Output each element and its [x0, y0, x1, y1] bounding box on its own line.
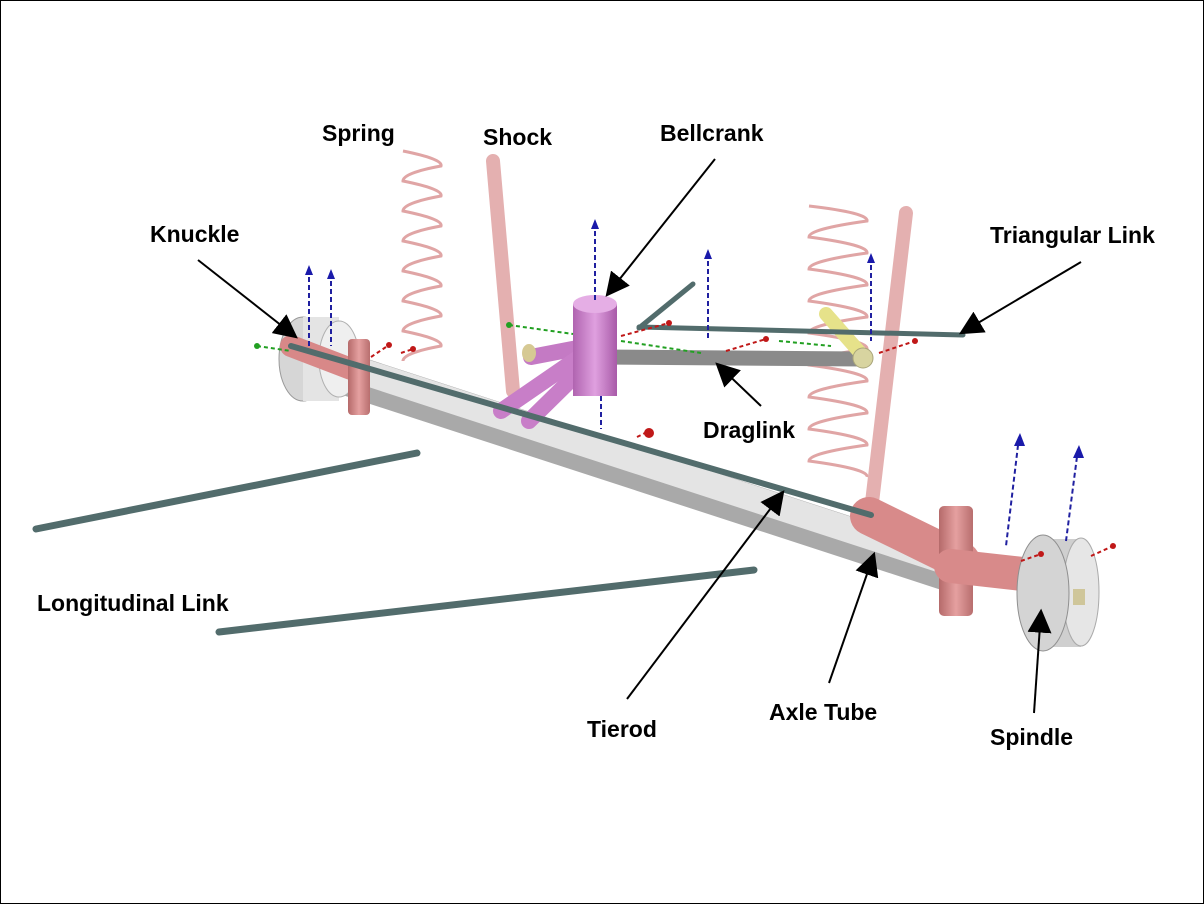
- yellow-link: [819, 307, 870, 363]
- draglink-joint: [852, 347, 874, 369]
- marker-tips: [254, 219, 1116, 557]
- leader-axle-tube: [828, 551, 879, 684]
- triangular-link: [636, 281, 966, 338]
- label-axle-tube: Axle Tube: [769, 699, 877, 725]
- axle-tube-highlight: [293, 340, 964, 576]
- label-draglink: Draglink: [703, 417, 795, 443]
- leader-bellcrank: [605, 158, 716, 297]
- leader-draglink: [715, 362, 762, 407]
- label-spindle: Spindle: [990, 724, 1073, 750]
- tierod: [288, 343, 874, 518]
- left-spring: [401, 149, 443, 362]
- draglink: [593, 349, 871, 367]
- label-shock: Shock: [483, 124, 552, 150]
- longitudinal-link-right: [215, 566, 758, 636]
- leader-knuckle: [197, 259, 298, 339]
- label-bellcrank: Bellcrank: [660, 120, 764, 146]
- label-longitudinal-link: Longitudinal Link: [37, 590, 229, 616]
- bellcrank-body: [573, 304, 617, 396]
- leader-lines: [197, 158, 1082, 714]
- right-shock: [864, 206, 913, 518]
- marker-axes: [256, 223, 1114, 562]
- leader-tierod: [626, 490, 785, 700]
- bellcrank-arm-lower-1: [493, 348, 589, 419]
- bellcrank-top: [573, 295, 617, 313]
- left-kingpin: [348, 339, 370, 415]
- label-spring: Spring: [322, 120, 395, 146]
- longitudinal-link-left: [32, 449, 421, 533]
- leader-spindle: [1027, 608, 1052, 714]
- bellcrank-joint-left: [522, 344, 536, 362]
- spindle-pin: [1073, 589, 1085, 605]
- label-tierod: Tierod: [587, 716, 657, 742]
- label-triangular-link: Triangular Link: [990, 222, 1155, 248]
- left-shock: [486, 154, 520, 398]
- label-knuckle: Knuckle: [150, 221, 239, 247]
- leader-triangular-link: [958, 261, 1082, 335]
